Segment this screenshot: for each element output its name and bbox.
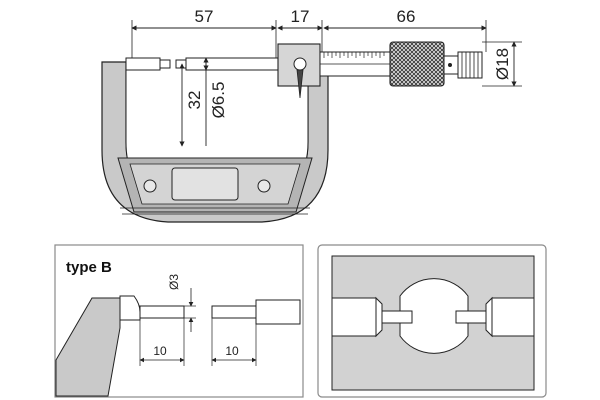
dim-thimble-offset: 17 (291, 7, 310, 26)
anvil-tip (159, 59, 171, 69)
frame-window (171, 167, 239, 201)
gauge-right-tip (455, 310, 487, 324)
type-b-left-tip (139, 305, 185, 319)
dim-left-10: 10 (139, 318, 185, 366)
type-b-spindle (255, 299, 301, 325)
gauge-left-tip (381, 310, 413, 324)
dim-d6-5: Ø6.5 (203, 57, 228, 146)
detail-type-b-title: type B (66, 259, 112, 276)
main-view: 57 17 66 Ø18 32 Ø6.5 (101, 7, 522, 223)
dim-right-10: 10 (211, 318, 257, 366)
dim-d3: Ø3 (167, 274, 196, 332)
sleeve-graduations (320, 52, 390, 65)
anvil (125, 57, 161, 71)
dim-d18: Ø18 (482, 41, 522, 87)
detail-gauge (317, 244, 547, 398)
spindle-tip (175, 59, 187, 69)
dim-left-tip-length: 10 (153, 344, 167, 358)
dim-throat-depth: 32 (185, 91, 204, 110)
dim-57: 57 (131, 7, 277, 58)
frame-screw-right (257, 179, 271, 193)
dim-thimble-length: 66 (397, 7, 416, 26)
dim-tip-diameter: Ø3 (167, 274, 181, 290)
dim-spindle-diameter: Ø6.5 (209, 82, 228, 119)
dim-17: 17 (277, 7, 323, 52)
spindle (185, 57, 279, 71)
dim-right-tip-length: 10 (225, 344, 239, 358)
gauge-right-spindle (491, 297, 535, 337)
gauge-disc (399, 278, 469, 354)
frame-screw-left (143, 179, 157, 193)
dim-32: 32 (179, 63, 204, 147)
detail-type-b: type B Ø3 10 10 (54, 244, 304, 398)
type-b-right-tip (211, 305, 257, 319)
lock-lever-icon (293, 57, 307, 71)
dim-thimble-diameter: Ø18 (493, 48, 512, 80)
dim-frame-width: 57 (195, 7, 214, 26)
gauge-right-shoulder (485, 296, 493, 338)
gauge-left-anvil (331, 297, 377, 337)
thimble (389, 41, 445, 87)
gauge-left-shoulder (375, 296, 383, 338)
dim-66: 66 (323, 7, 487, 52)
